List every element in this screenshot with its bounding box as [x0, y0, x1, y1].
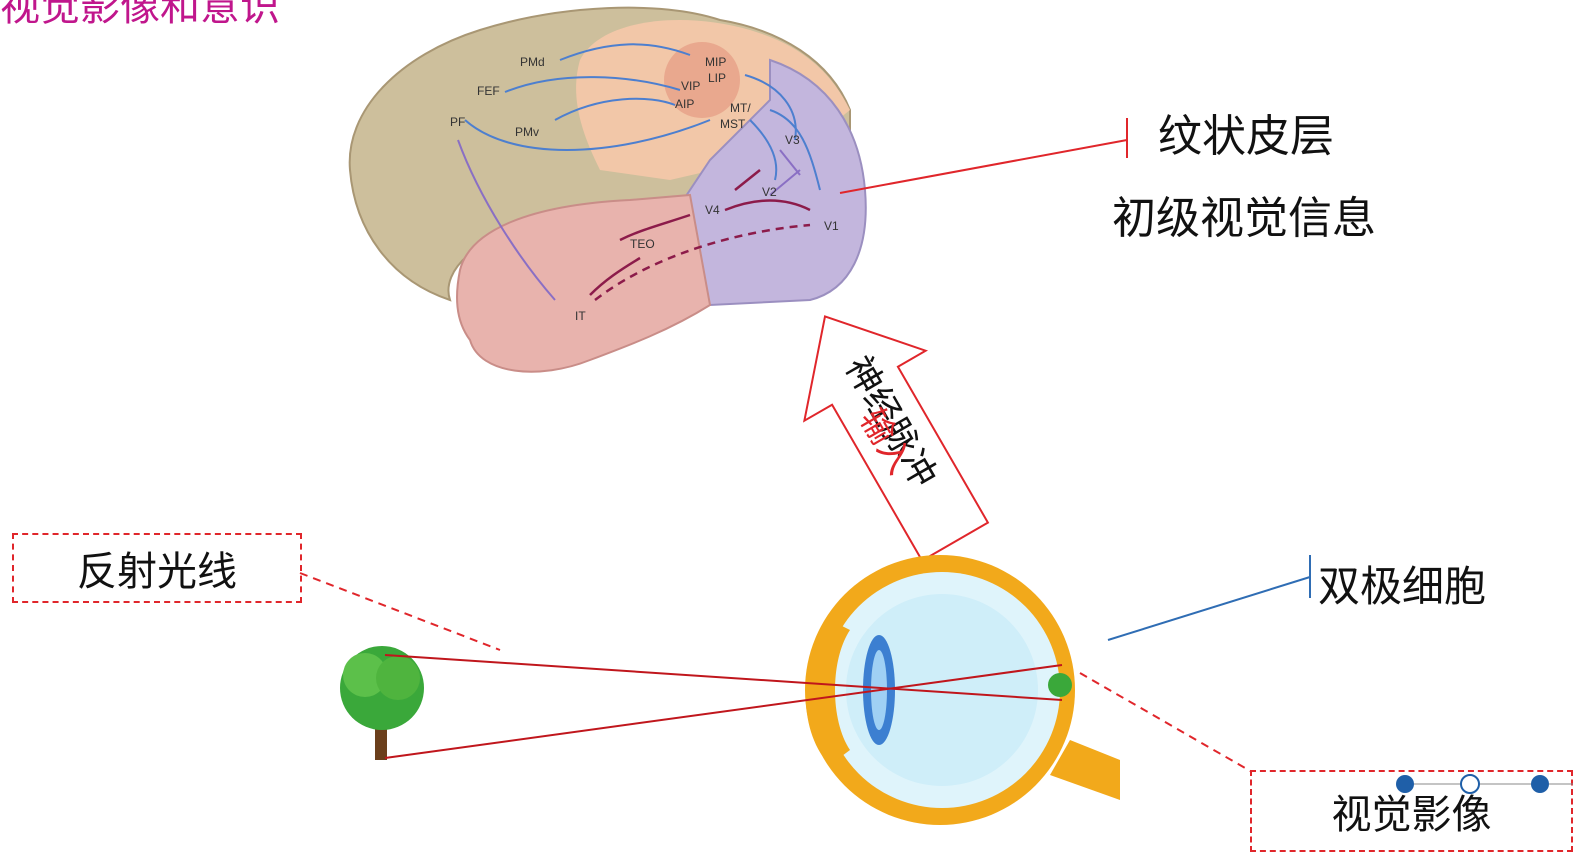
bipolar-pointer-line	[1108, 577, 1310, 640]
label-reflected-light: 反射光线	[77, 539, 237, 597]
label-bipolar-cells: 双极细胞	[1318, 553, 1486, 614]
label-primary-visual: 初级视觉信息	[1112, 182, 1376, 246]
eyeball-icon	[805, 555, 1120, 825]
label-striate-cortex: 纹状皮层	[1158, 100, 1334, 164]
handle-middle	[1461, 775, 1479, 793]
reflected-light-box: 反射光线	[12, 533, 302, 603]
eye-diagram	[330, 550, 1120, 850]
tree-icon	[340, 646, 424, 760]
selection-handles[interactable]	[1395, 772, 1573, 802]
striate-pointer-line	[840, 140, 1127, 193]
handle-right	[1531, 775, 1549, 793]
handle-left	[1396, 775, 1414, 793]
retina-image	[1048, 673, 1072, 697]
